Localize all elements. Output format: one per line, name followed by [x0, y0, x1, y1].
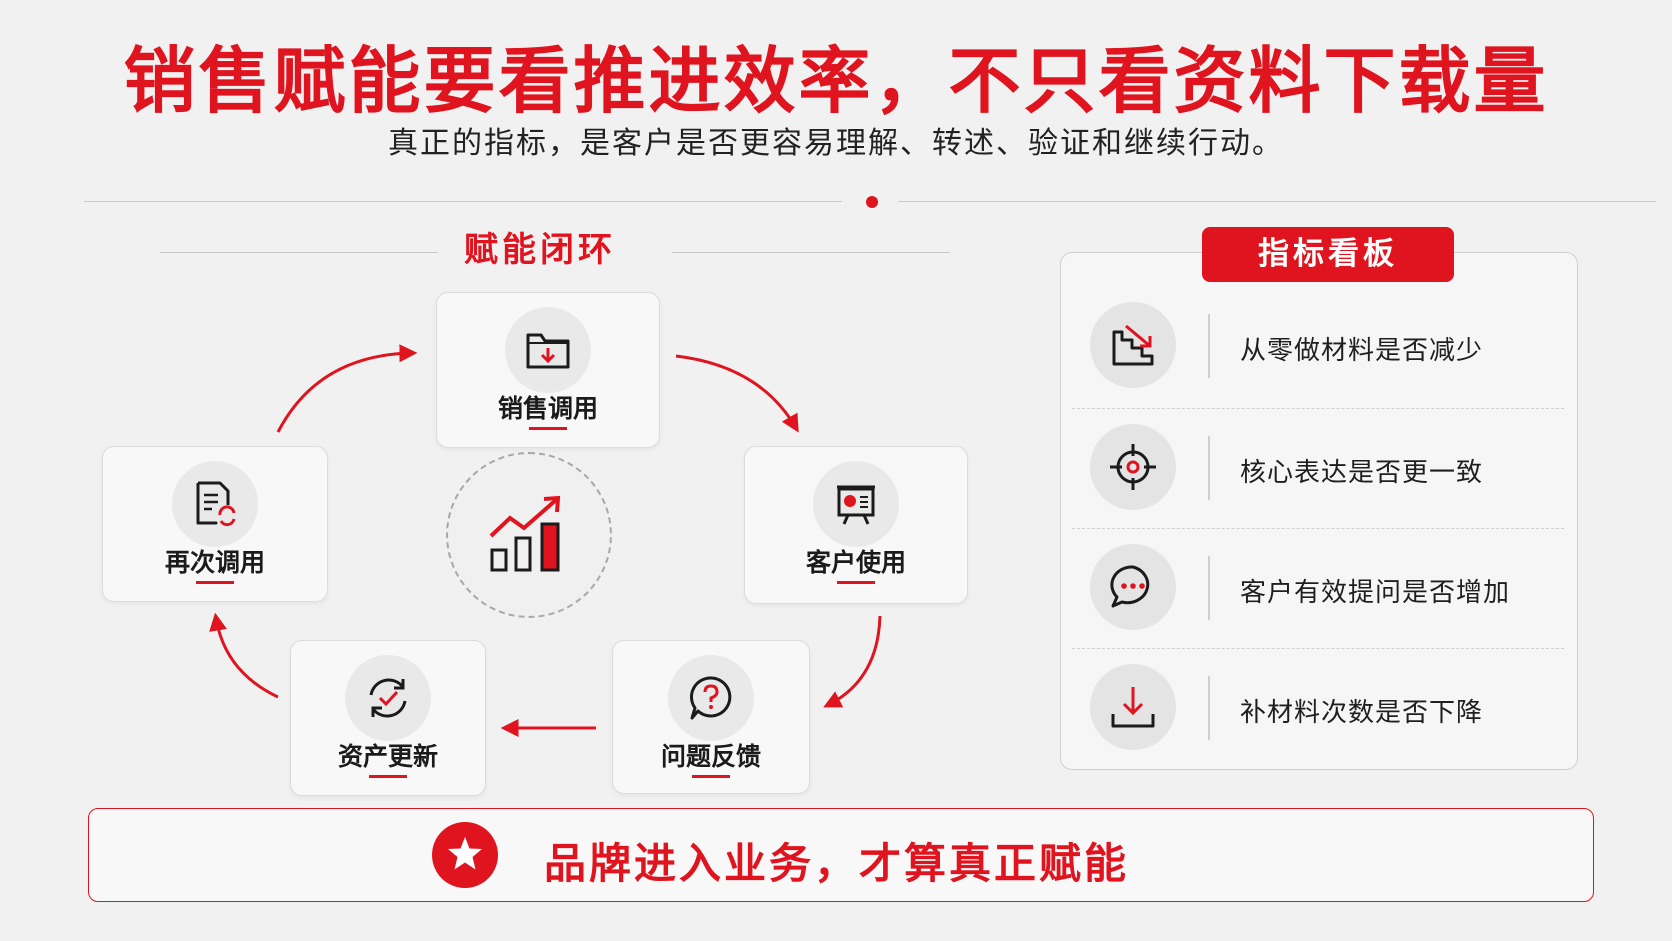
node-underline — [196, 581, 234, 584]
growth-chart-icon — [489, 495, 561, 572]
chat-bubble-icon — [1090, 544, 1176, 630]
metric-label: 从零做材料是否减少 — [1240, 336, 1484, 366]
metric-divider — [1072, 528, 1564, 529]
refresh-check-icon — [345, 655, 431, 741]
metric-separator — [1208, 676, 1210, 740]
metric-label: 客户有效提问是否增加 — [1240, 578, 1511, 608]
divider-right — [898, 201, 1656, 202]
question-bubble-icon — [668, 655, 754, 741]
tray-download-icon — [1090, 664, 1176, 750]
cycle-node-label: 销售调用 — [497, 394, 598, 423]
cycle-node-label: 资产更新 — [337, 742, 438, 771]
metric-divider — [1072, 648, 1564, 649]
section-line-left — [160, 252, 438, 253]
document-refresh-icon — [172, 461, 258, 547]
arrow-update-to-recall — [209, 612, 279, 699]
metric-item: 补材料次数是否下降 — [1072, 648, 1564, 768]
dashboard-title: 指标看板 — [1202, 227, 1454, 282]
arrow-customer-to-feedback — [823, 615, 882, 708]
page-subtitle: 真正的指标，是客户是否更容易理解、转述、验证和继续行动。 — [388, 126, 1284, 161]
metric-separator — [1208, 436, 1210, 500]
node-underline — [369, 775, 407, 778]
divider-left — [84, 201, 842, 202]
arrow-recall-to-sales — [276, 344, 418, 433]
metric-item: 从零做材料是否减少 — [1072, 286, 1564, 406]
target-icon — [1090, 424, 1176, 510]
star-icon — [432, 822, 498, 888]
node-underline — [529, 427, 567, 430]
node-underline — [837, 581, 875, 584]
cycle-title: 赋能闭环 — [464, 230, 616, 270]
stairs-down-icon — [1090, 302, 1176, 388]
node-underline — [692, 775, 730, 778]
metric-label: 补材料次数是否下降 — [1240, 698, 1484, 728]
metric-separator — [1208, 314, 1210, 378]
cycle-node-label: 再次调用 — [164, 548, 265, 577]
cycle-node-feedback: 问题反馈 — [612, 640, 810, 794]
banner-text: 品牌进入业务，才算真正赋能 — [544, 839, 1130, 888]
cycle-node-asset-update: 资产更新 — [290, 640, 486, 796]
folder-download-icon — [505, 307, 591, 393]
cycle-node-reuse: 再次调用 — [102, 446, 328, 602]
metric-separator — [1208, 556, 1210, 620]
cycle-node-sales-use: 销售调用 — [436, 292, 660, 448]
cycle-center — [446, 452, 612, 618]
bottom-banner — [88, 808, 1594, 902]
section-line-right — [672, 252, 950, 253]
page-title: 销售赋能要看推进效率，不只看资料下载量 — [123, 39, 1549, 123]
arrow-sales-to-customer — [675, 354, 799, 433]
metric-divider — [1072, 408, 1564, 409]
cycle-node-customer-use: 客户使用 — [744, 446, 968, 604]
cycle-node-label: 问题反馈 — [660, 742, 761, 771]
metric-item: 核心表达是否更一致 — [1072, 408, 1564, 528]
divider-dot — [866, 196, 878, 208]
cycle-node-label: 客户使用 — [805, 548, 906, 577]
presentation-board-icon — [813, 461, 899, 547]
metric-label: 核心表达是否更一致 — [1240, 458, 1484, 488]
metric-item: 客户有效提问是否增加 — [1072, 528, 1564, 648]
